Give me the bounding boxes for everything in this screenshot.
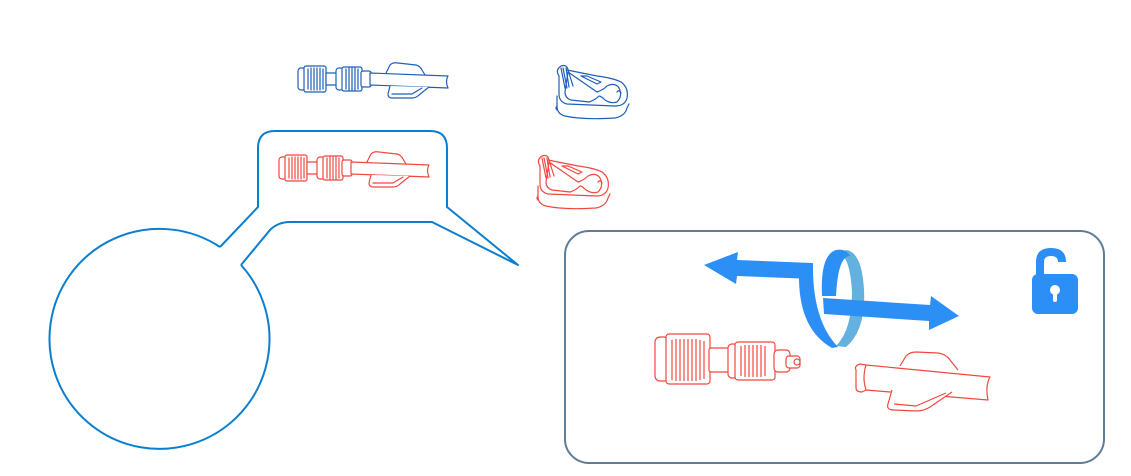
connector-assembly-red xyxy=(278,151,430,188)
connector-assembly-blue xyxy=(297,62,449,99)
winged-tube-red xyxy=(854,351,991,412)
callout-bubble-outline xyxy=(219,130,519,266)
unlocked-padlock-icon xyxy=(1032,248,1078,314)
clamp-red xyxy=(536,154,611,210)
twist-and-pull-arrow-icon xyxy=(704,249,959,348)
magnifier-circle xyxy=(48,227,271,450)
clamp-blue xyxy=(555,64,630,120)
luer-cap-pair-red xyxy=(654,333,801,385)
